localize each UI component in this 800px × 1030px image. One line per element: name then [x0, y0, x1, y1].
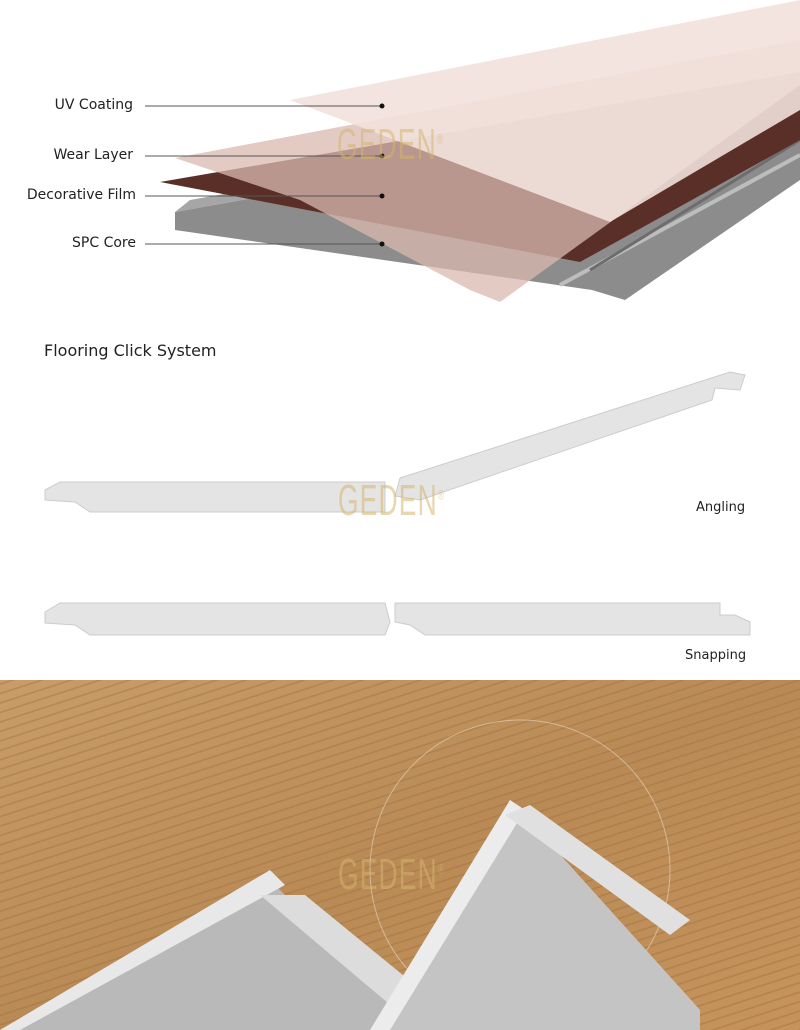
label-decorative-film: Decorative Film [26, 187, 136, 203]
snapping-label: Snapping [685, 648, 747, 663]
layer-diagram [145, 0, 800, 302]
uv-coating-layer [290, 0, 800, 222]
angling-label: Angling [696, 500, 746, 515]
core-right [380, 810, 700, 1030]
watermark-logo: GEDEN® [338, 850, 446, 899]
label-uv-coating: UV Coating [54, 97, 133, 113]
label-wear-layer: Wear Layer [53, 147, 133, 163]
plank-left-snapping [44, 602, 391, 636]
watermark-logo: GEDEN® [337, 120, 445, 169]
click-system-diagram [44, 371, 751, 636]
plank-right-snapping [394, 602, 751, 636]
plank-tilted-angling [394, 371, 746, 501]
core-left [0, 880, 420, 1030]
label-spc-core: SPC Core [72, 235, 136, 251]
installed-flooring-photo [0, 680, 800, 1030]
click-system-title: Flooring Click System [44, 341, 217, 360]
plank-flat-angling [44, 481, 386, 513]
watermark-logo: GEDEN® [338, 476, 446, 525]
